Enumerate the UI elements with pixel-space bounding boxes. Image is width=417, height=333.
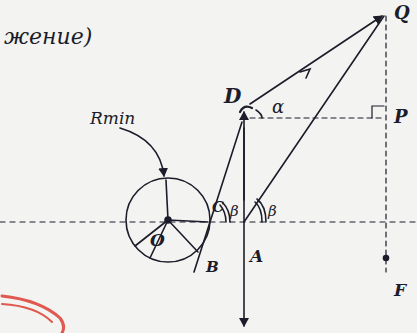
heading-fragment: жение): [4, 26, 92, 48]
point-label: P: [394, 108, 408, 126]
radius-label: Rmin: [90, 110, 135, 127]
angle-label: α: [272, 98, 284, 116]
point-label: C: [212, 200, 224, 215]
angle-label: β: [230, 204, 239, 219]
angle-label: β: [268, 204, 277, 219]
point-label: B: [206, 260, 219, 275]
point-label: A: [250, 248, 263, 265]
point-label: F: [394, 282, 406, 299]
point-label: D: [224, 86, 241, 106]
point-label: Q: [394, 4, 410, 22]
point-label: O: [150, 232, 165, 249]
